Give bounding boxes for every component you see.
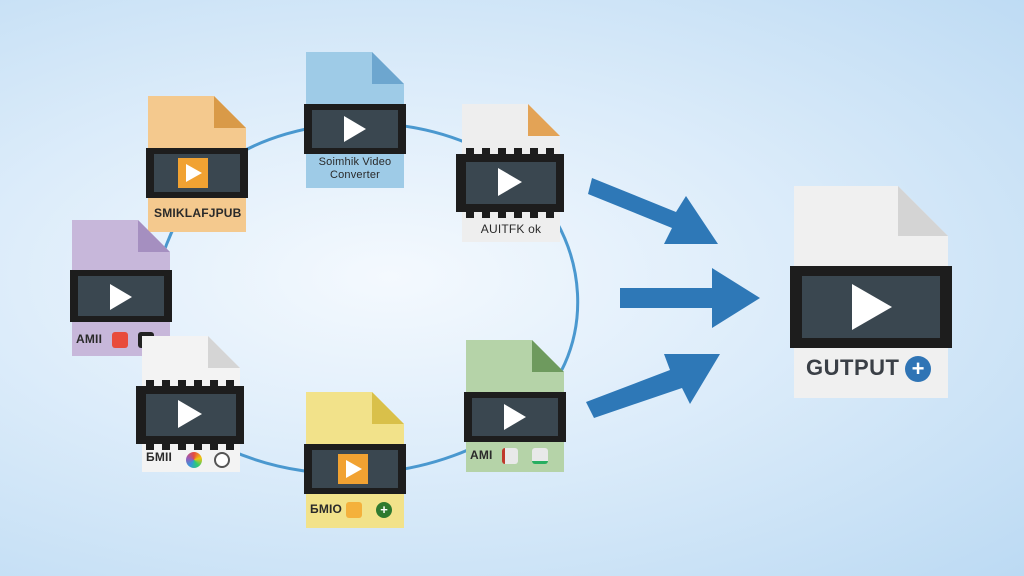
arrow-upper: [588, 178, 718, 244]
play-badge-icon: [112, 332, 128, 348]
file-icon-top-center: Soimhik Video Converter: [304, 52, 406, 188]
video-file-icon: [304, 392, 406, 528]
arrow-lower: [586, 354, 720, 418]
video-file-icon: [304, 52, 406, 188]
video-file-icon: [136, 336, 244, 472]
add-badge-icon: +: [376, 502, 392, 518]
video-file-icon: [70, 220, 172, 356]
file-caption: БMIO: [310, 502, 343, 516]
color-wheel-icon: [186, 452, 202, 468]
file-icon-top-left: SMIKLAFJPUB: [146, 96, 248, 232]
file-icon-left: AMII: [70, 220, 172, 356]
file-caption: Soimhik Video Converter: [318, 156, 392, 181]
edit-badge-icon: [502, 448, 518, 464]
file-icon-bottom-center: БMIO +: [304, 392, 406, 528]
file-icon-top-right: AUITFK ok: [456, 104, 564, 242]
video-file-icon: [464, 340, 566, 472]
file-caption: AMI: [470, 448, 493, 462]
video-file-icon: [456, 104, 564, 242]
file-caption: БMII: [146, 450, 173, 464]
file-icon-bottom-left: БMII: [136, 336, 244, 472]
chart-badge-icon: [532, 448, 548, 464]
clock-icon: [214, 452, 230, 468]
play-badge-icon: [346, 502, 362, 518]
file-caption: SMIKLAFJPUB: [154, 206, 242, 220]
video-file-icon: [146, 96, 248, 232]
output-file-icon: [790, 186, 952, 398]
file-icon-bottom-right: AMI: [464, 340, 566, 472]
video-file-icon: [790, 186, 952, 398]
arrow-middle: [620, 268, 760, 328]
output-label: GUTPUT: [806, 355, 900, 380]
add-output-icon: +: [905, 356, 931, 382]
file-caption: AUITFK ok: [480, 222, 542, 236]
file-caption: AMII: [76, 332, 103, 346]
